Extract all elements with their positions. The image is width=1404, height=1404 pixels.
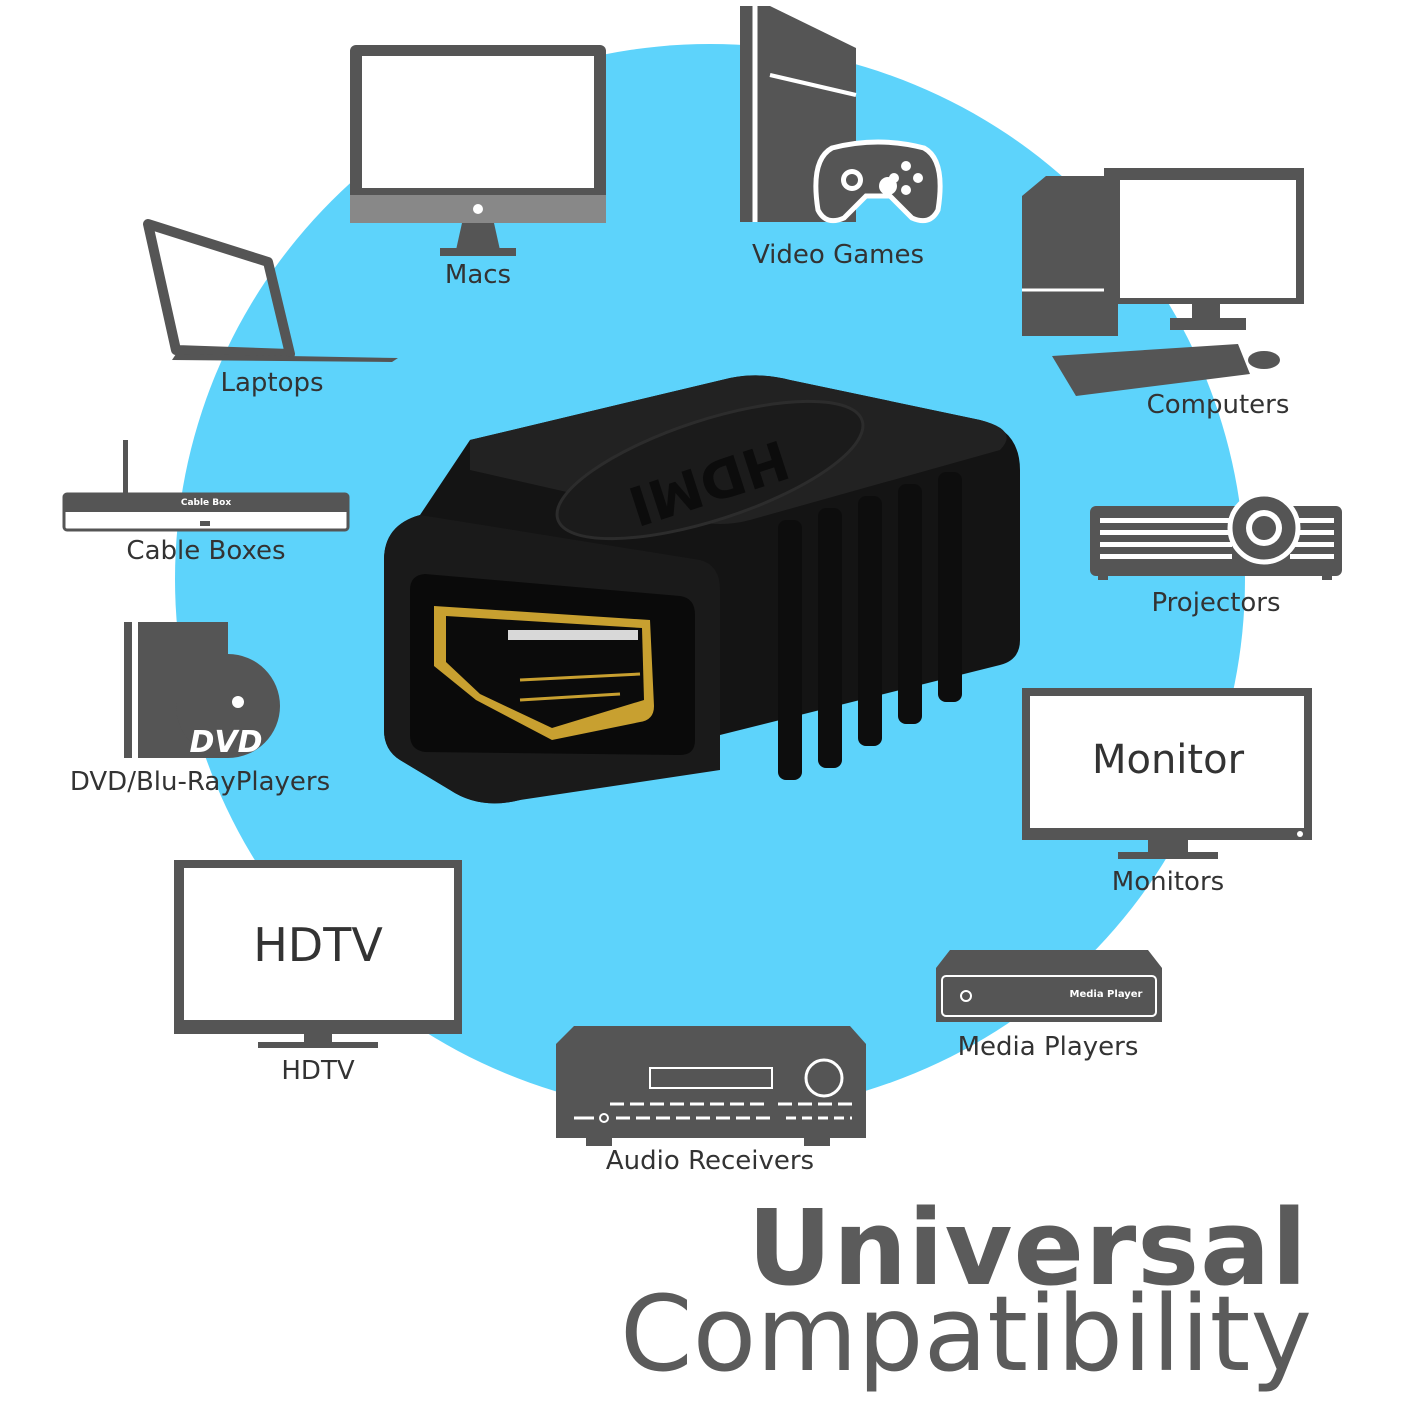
headline-compatibility: Compatibility: [620, 1273, 1312, 1395]
imac-icon: [350, 45, 606, 256]
label-macs: Macs: [444, 260, 512, 290]
computer-icon: [1022, 168, 1304, 396]
laptop-icon: [143, 219, 398, 362]
label-media-players: Media Players: [957, 1032, 1139, 1062]
cable-box-icon: [62, 440, 350, 532]
hdtv-icon: [174, 860, 462, 1048]
hdtv-screen-text: HDTV: [253, 918, 383, 972]
headline-universal: Universal: [747, 1187, 1308, 1309]
label-monitors: Monitors: [1111, 867, 1225, 897]
hdmi-coupler-image: HDMI: [384, 375, 1020, 804]
cable-box-screen-text: Cable Box: [180, 498, 232, 508]
label-cable-boxes: Cable Boxes: [126, 536, 286, 566]
audio-receiver-icon: [556, 1026, 866, 1146]
label-hdtv: HDTV: [281, 1056, 355, 1086]
media-player-screen-text: Media Player: [1069, 989, 1143, 1000]
label-computers: Computers: [1146, 390, 1290, 420]
monitor-icon: [1022, 688, 1312, 859]
projector-icon: [1090, 491, 1342, 580]
label-dvd-players: DVD/Blu-RayPlayers: [69, 767, 331, 797]
monitor-screen-text: Monitor: [1091, 737, 1245, 783]
label-audio-receivers: Audio Receivers: [605, 1146, 815, 1176]
label-video-games: Video Games: [751, 240, 925, 270]
dvd-logo: DVD: [189, 725, 262, 760]
label-laptops: Laptops: [220, 368, 324, 398]
media-player-icon: [936, 950, 1162, 1022]
gamepad-icon: [813, 139, 943, 224]
dvd-icon: DVD: [124, 622, 280, 760]
label-projectors: Projectors: [1151, 588, 1281, 618]
